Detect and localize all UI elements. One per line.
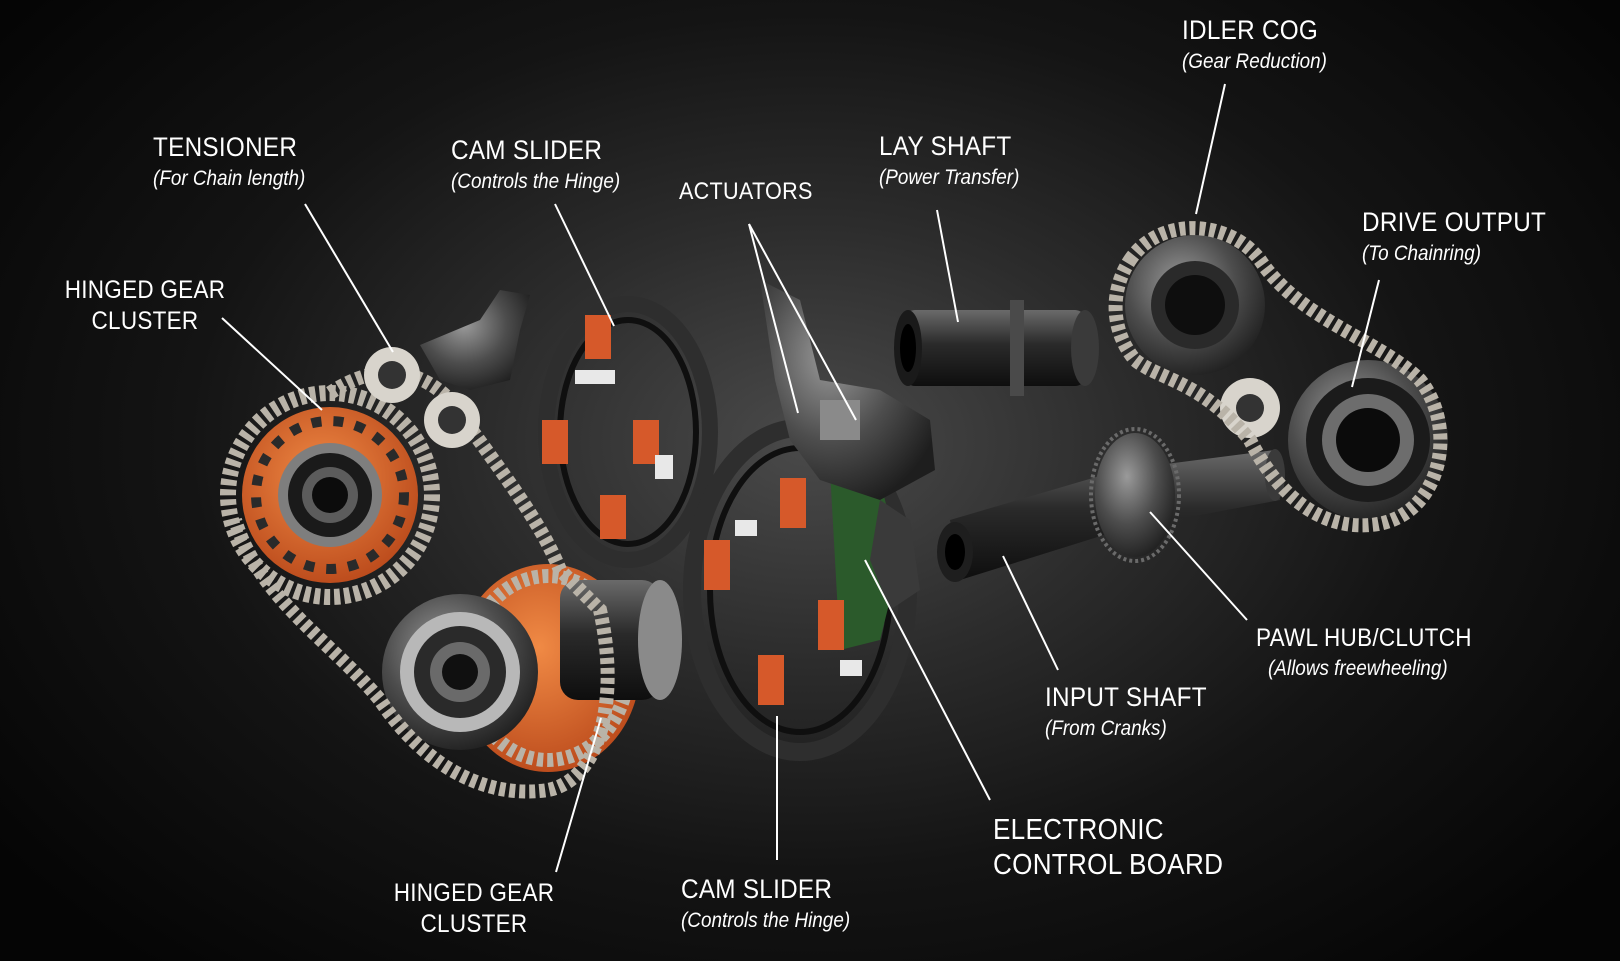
hinged-gear-cluster-bottom-line1: HINGED GEAR: [393, 879, 555, 907]
idler-cog-title: IDLER COG: [1182, 15, 1319, 45]
upper-hinged-gear-cluster: [220, 385, 440, 605]
input-shaft: [937, 427, 1285, 582]
leader-line-lay-shaft: [936, 209, 959, 323]
cam-slider-bottom-title: CAM SLIDER: [681, 874, 833, 904]
cam-slider-top-title: CAM SLIDER: [451, 135, 603, 165]
label-hinged-gear-cluster-bottom: HINGED GEAR CLUSTER: [374, 881, 574, 937]
leader-line-cam-slider-top: [554, 203, 615, 327]
right-chain: [1108, 221, 1448, 533]
leader-line-drive-output: [1351, 279, 1380, 388]
actuators-title: ACTUATORS: [679, 178, 813, 205]
leader-line-tensioner: [304, 203, 394, 353]
leader-line-actuators-b: [748, 223, 857, 421]
input-shaft-subtitle: (From Cranks): [1045, 717, 1167, 740]
label-idler-cog: IDLER COG (Gear Reduction): [1182, 15, 1343, 73]
lay-shaft-subtitle: (Power Transfer): [879, 166, 1020, 189]
idler-cog: [1125, 235, 1280, 438]
label-pawl-hub: PAWL HUB/CLUTCH (Allows freewheeling): [1256, 624, 1496, 680]
drive-output-title: DRIVE OUTPUT: [1362, 207, 1547, 237]
input-shaft-title: INPUT SHAFT: [1045, 682, 1207, 712]
drive-output-subtitle: (To Chainring): [1362, 242, 1482, 265]
tensioner-assembly: [364, 290, 530, 448]
idler-cog-subtitle: (Gear Reduction): [1182, 50, 1327, 73]
leader-line-pawl-hub: [1149, 511, 1248, 621]
cam-slider-top-subtitle: (Controls the Hinge): [451, 170, 621, 193]
label-electronic-control-board: ELECTRONIC CONTROL BOARD: [993, 816, 1249, 880]
drive-output: [1288, 360, 1448, 520]
leader-lines: [221, 83, 1380, 873]
label-lay-shaft: LAY SHAFT (Power Transfer): [879, 131, 1035, 189]
lower-hinged-gear-cluster: [382, 564, 682, 772]
cam-slider-bottom-subtitle: (Controls the Hinge): [681, 909, 851, 932]
tensioner-subtitle: (For Chain length): [153, 167, 306, 190]
pawl-hub-subtitle: (Allows freewheeling): [1268, 657, 1448, 680]
hinged-gear-cluster-top-line1: HINGED GEAR: [64, 276, 226, 304]
lay-shaft-title: LAY SHAFT: [879, 131, 1012, 161]
hinged-gear-cluster-top-line2: CLUSTER: [91, 307, 199, 335]
leader-line-hinged-gear-cluster-top: [221, 317, 323, 411]
upper-cam-slider-ring: [538, 296, 718, 568]
leader-line-input-shaft: [1002, 555, 1059, 671]
hinged-gear-cluster-bottom-line2: CLUSTER: [420, 910, 528, 938]
electronic-control-board-line1: ELECTRONIC: [993, 814, 1164, 846]
pawl-hub-title: PAWL HUB/CLUTCH: [1256, 624, 1472, 652]
label-cam-slider-bottom: CAM SLIDER (Controls the Hinge): [681, 874, 869, 932]
lay-shaft: [894, 300, 1099, 396]
leader-line-hinged-gear-cluster-bottom: [555, 717, 602, 873]
leader-line-electronic-control-board: [864, 559, 991, 801]
label-tensioner: TENSIONER (For Chain length): [153, 132, 322, 190]
actuator-housing: [760, 280, 935, 610]
label-cam-slider-top: CAM SLIDER (Controls the Hinge): [451, 135, 639, 193]
leader-line-idler-cog: [1195, 83, 1226, 215]
electronic-control-board-line2: CONTROL BOARD: [993, 849, 1224, 881]
leader-line-actuators-a: [748, 223, 799, 414]
label-drive-output: DRIVE OUTPUT (To Chainring): [1362, 207, 1567, 265]
label-hinged-gear-cluster-top: HINGED GEAR CLUSTER: [45, 278, 245, 334]
label-input-shaft: INPUT SHAFT (From Cranks): [1045, 682, 1225, 740]
tensioner-title: TENSIONER: [153, 132, 298, 162]
label-actuators: ACTUATORS: [679, 180, 828, 204]
